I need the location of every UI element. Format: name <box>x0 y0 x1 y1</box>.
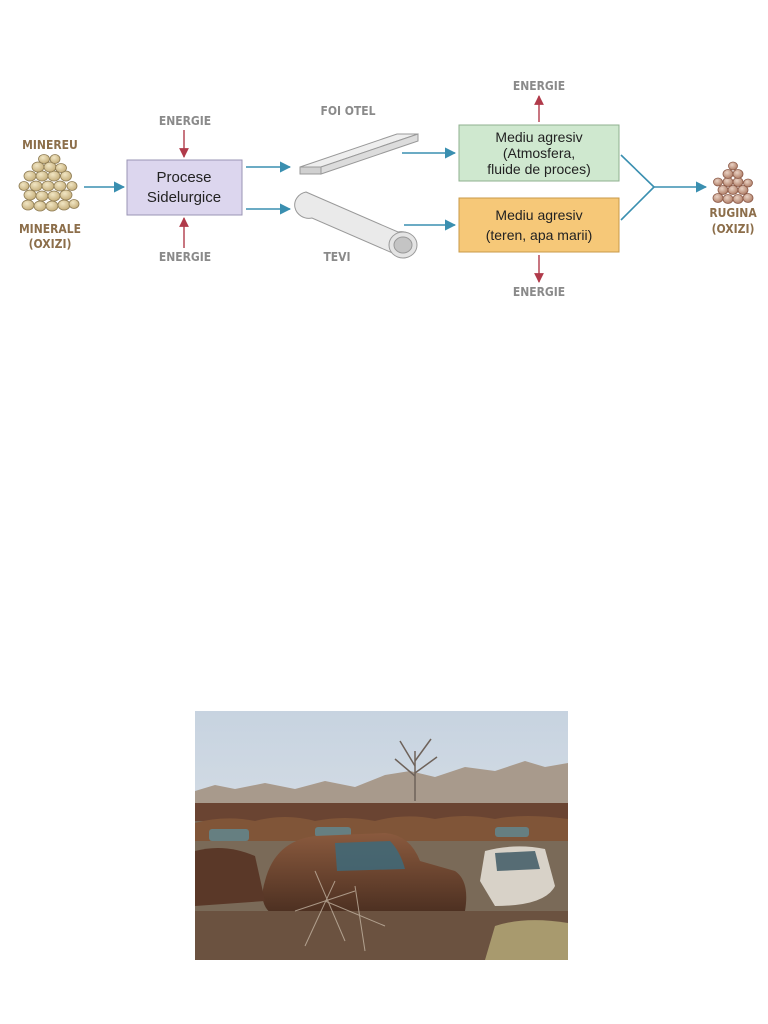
energy-label-env2: ENERGIE <box>513 285 565 299</box>
ore-label: MINEREU <box>22 138 78 152</box>
energy-label-env1: ENERGIE <box>513 79 565 93</box>
pipe-label: TEVI <box>323 250 350 264</box>
arrow-env2-to-merge <box>620 186 655 221</box>
rust-pile-icon <box>712 161 754 204</box>
ore-pile-icon <box>18 154 80 212</box>
steel-sheet-icon <box>299 133 419 175</box>
env2-line2: (teren, apa marii) <box>486 227 593 243</box>
minerals-label: MINERALE <box>19 222 81 236</box>
corrosion-cycle-diagram: MINEREU MINERALE (OXIZI) ENERGIE Procese… <box>18 79 757 299</box>
steel-pipe-icon <box>294 191 418 259</box>
environment-box-atmosphere <box>458 124 620 182</box>
sheet-label: FOI OTEL <box>320 104 375 118</box>
rust-label: RUGINA <box>709 206 757 220</box>
env1-line2: (Atmosfera, <box>503 145 575 161</box>
process-label-line2: Sidelurgice <box>147 189 221 206</box>
minerals-oxides-label: (OXIZI) <box>29 237 72 251</box>
env1-line1: Mediu agresiv <box>495 129 582 145</box>
env2-line1: Mediu agresiv <box>495 207 582 223</box>
junkyard-rusted-cars-photo <box>195 711 568 960</box>
energy-label-process-bottom: ENERGIE <box>159 250 211 264</box>
energy-label-process-top: ENERGIE <box>159 114 211 128</box>
process-box <box>126 159 243 216</box>
env1-line3: fluide de proces) <box>487 161 591 177</box>
bare-tree-icon <box>394 738 438 801</box>
process-label-line1: Procese <box>156 169 211 186</box>
arrow-env1-to-merge <box>620 154 655 188</box>
environment-box-soil-sea <box>458 197 620 253</box>
rust-oxides-label: (OXIZI) <box>712 222 755 236</box>
